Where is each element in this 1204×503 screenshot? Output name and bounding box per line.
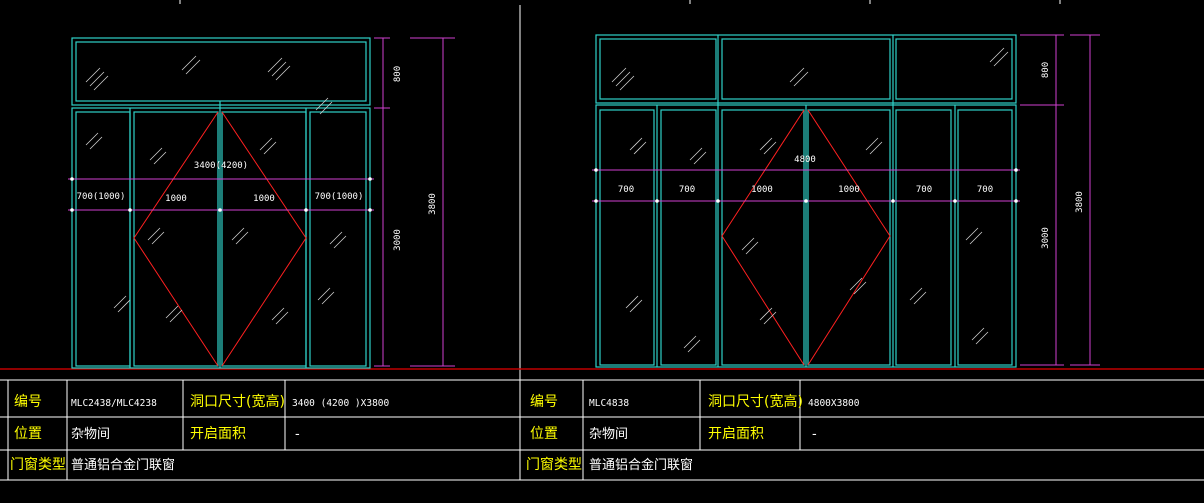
schedule-label-code: 编号 <box>14 394 42 410</box>
total-height-label: 3800 <box>1075 191 1085 213</box>
panel-width-label: 700 <box>977 185 993 195</box>
schedule-label-opening: 洞口尺寸(宽高) <box>190 393 285 410</box>
schedule-value-area: - <box>295 427 300 442</box>
swing-marker <box>133 111 219 367</box>
schedule-value-position: 杂物间 <box>71 427 110 442</box>
dimension-ticks-left <box>70 177 372 212</box>
schedule-value-type: 普通铝合金门联窗 <box>589 457 693 473</box>
swing-marker <box>221 111 307 367</box>
schedule-value-code: MLC4838 <box>589 398 629 409</box>
schedule-label-type: 门窗类型 <box>10 456 66 473</box>
panel-width-label: 1000 <box>165 194 187 204</box>
panel-width-label: 700 <box>679 185 695 195</box>
door-height-label: 3000 <box>1041 227 1051 249</box>
panel-frame <box>660 109 717 366</box>
panel-width-label: 1000 <box>253 194 275 204</box>
schedule-label-type: 门窗类型 <box>526 456 582 473</box>
panel-width-label: 700 <box>618 185 634 195</box>
panel-width-label: 700(1000) <box>315 192 364 202</box>
schedule-table: 编号 MLC2438/MLC4238 洞口尺寸(宽高) 3400 (4200 )… <box>0 379 1204 481</box>
transom-height-label: 800 <box>393 66 403 82</box>
transom-pane <box>895 38 1013 100</box>
schedule-label-position: 位置 <box>530 426 558 442</box>
panel-frame <box>895 109 952 366</box>
door-frame-outer <box>71 107 371 369</box>
transom-height-label: 800 <box>1041 62 1051 78</box>
opening-markers-right <box>721 109 891 366</box>
schedule-value-type: 普通铝合金门联窗 <box>71 457 175 473</box>
swing-marker <box>807 109 891 366</box>
total-width-label: 3400(4200) <box>194 161 248 171</box>
total-height-label: 3800 <box>428 193 438 215</box>
panel-frame <box>721 109 805 366</box>
panel-frame <box>133 111 219 367</box>
panel-frame <box>957 109 1013 366</box>
panel-frame <box>599 109 655 366</box>
panel-frame <box>807 109 891 366</box>
schedule-label-position: 位置 <box>14 426 42 442</box>
glass-hatch-right <box>611 47 1009 353</box>
opening-markers-left <box>133 111 307 367</box>
transom-frame-outer <box>595 34 1017 104</box>
elevation-left-frames <box>71 37 371 369</box>
panel-width-label: 700 <box>916 185 932 195</box>
schedule-value-code: MLC2438/MLC4238 <box>71 398 157 409</box>
panel-width-label: 1000 <box>838 185 860 195</box>
schedule-label-opening: 洞口尺寸(宽高) <box>708 393 803 410</box>
panel-width-label: 700(1000) <box>77 192 126 202</box>
schedule-label-code: 编号 <box>530 394 558 410</box>
panel-frame <box>309 111 367 367</box>
schedule-value-area: - <box>812 427 817 442</box>
schedule-value-opening: 4800X3800 <box>808 398 860 409</box>
glass-hatch-left <box>85 55 347 325</box>
elevation-left: 3400(4200) 700(1000) 1000 1000 700(1000)… <box>68 37 455 369</box>
transom-pane <box>721 38 891 100</box>
transom-pane <box>599 38 717 100</box>
transom-frame-inner <box>75 41 367 102</box>
panel-width-label: 1000 <box>751 185 773 195</box>
schedule-label-area: 开启面积 <box>190 426 246 442</box>
elevation-right: 4800 700 700 1000 1000 700 700 800 3000 … <box>592 34 1100 368</box>
transom-frame-outer <box>71 37 371 106</box>
schedule-value-position: 杂物间 <box>589 427 628 442</box>
swing-marker <box>721 109 805 366</box>
total-width-label: 4800 <box>794 155 816 165</box>
schedule-value-opening: 3400 (4200 )X3800 <box>292 398 390 409</box>
border-ticks <box>179 0 1061 4</box>
dimension-ticks-right <box>594 168 1018 203</box>
schedule-label-area: 开启面积 <box>708 426 764 442</box>
dimensions-left <box>68 37 455 367</box>
schedule-grid <box>0 379 1204 481</box>
door-height-label: 3000 <box>393 229 403 251</box>
